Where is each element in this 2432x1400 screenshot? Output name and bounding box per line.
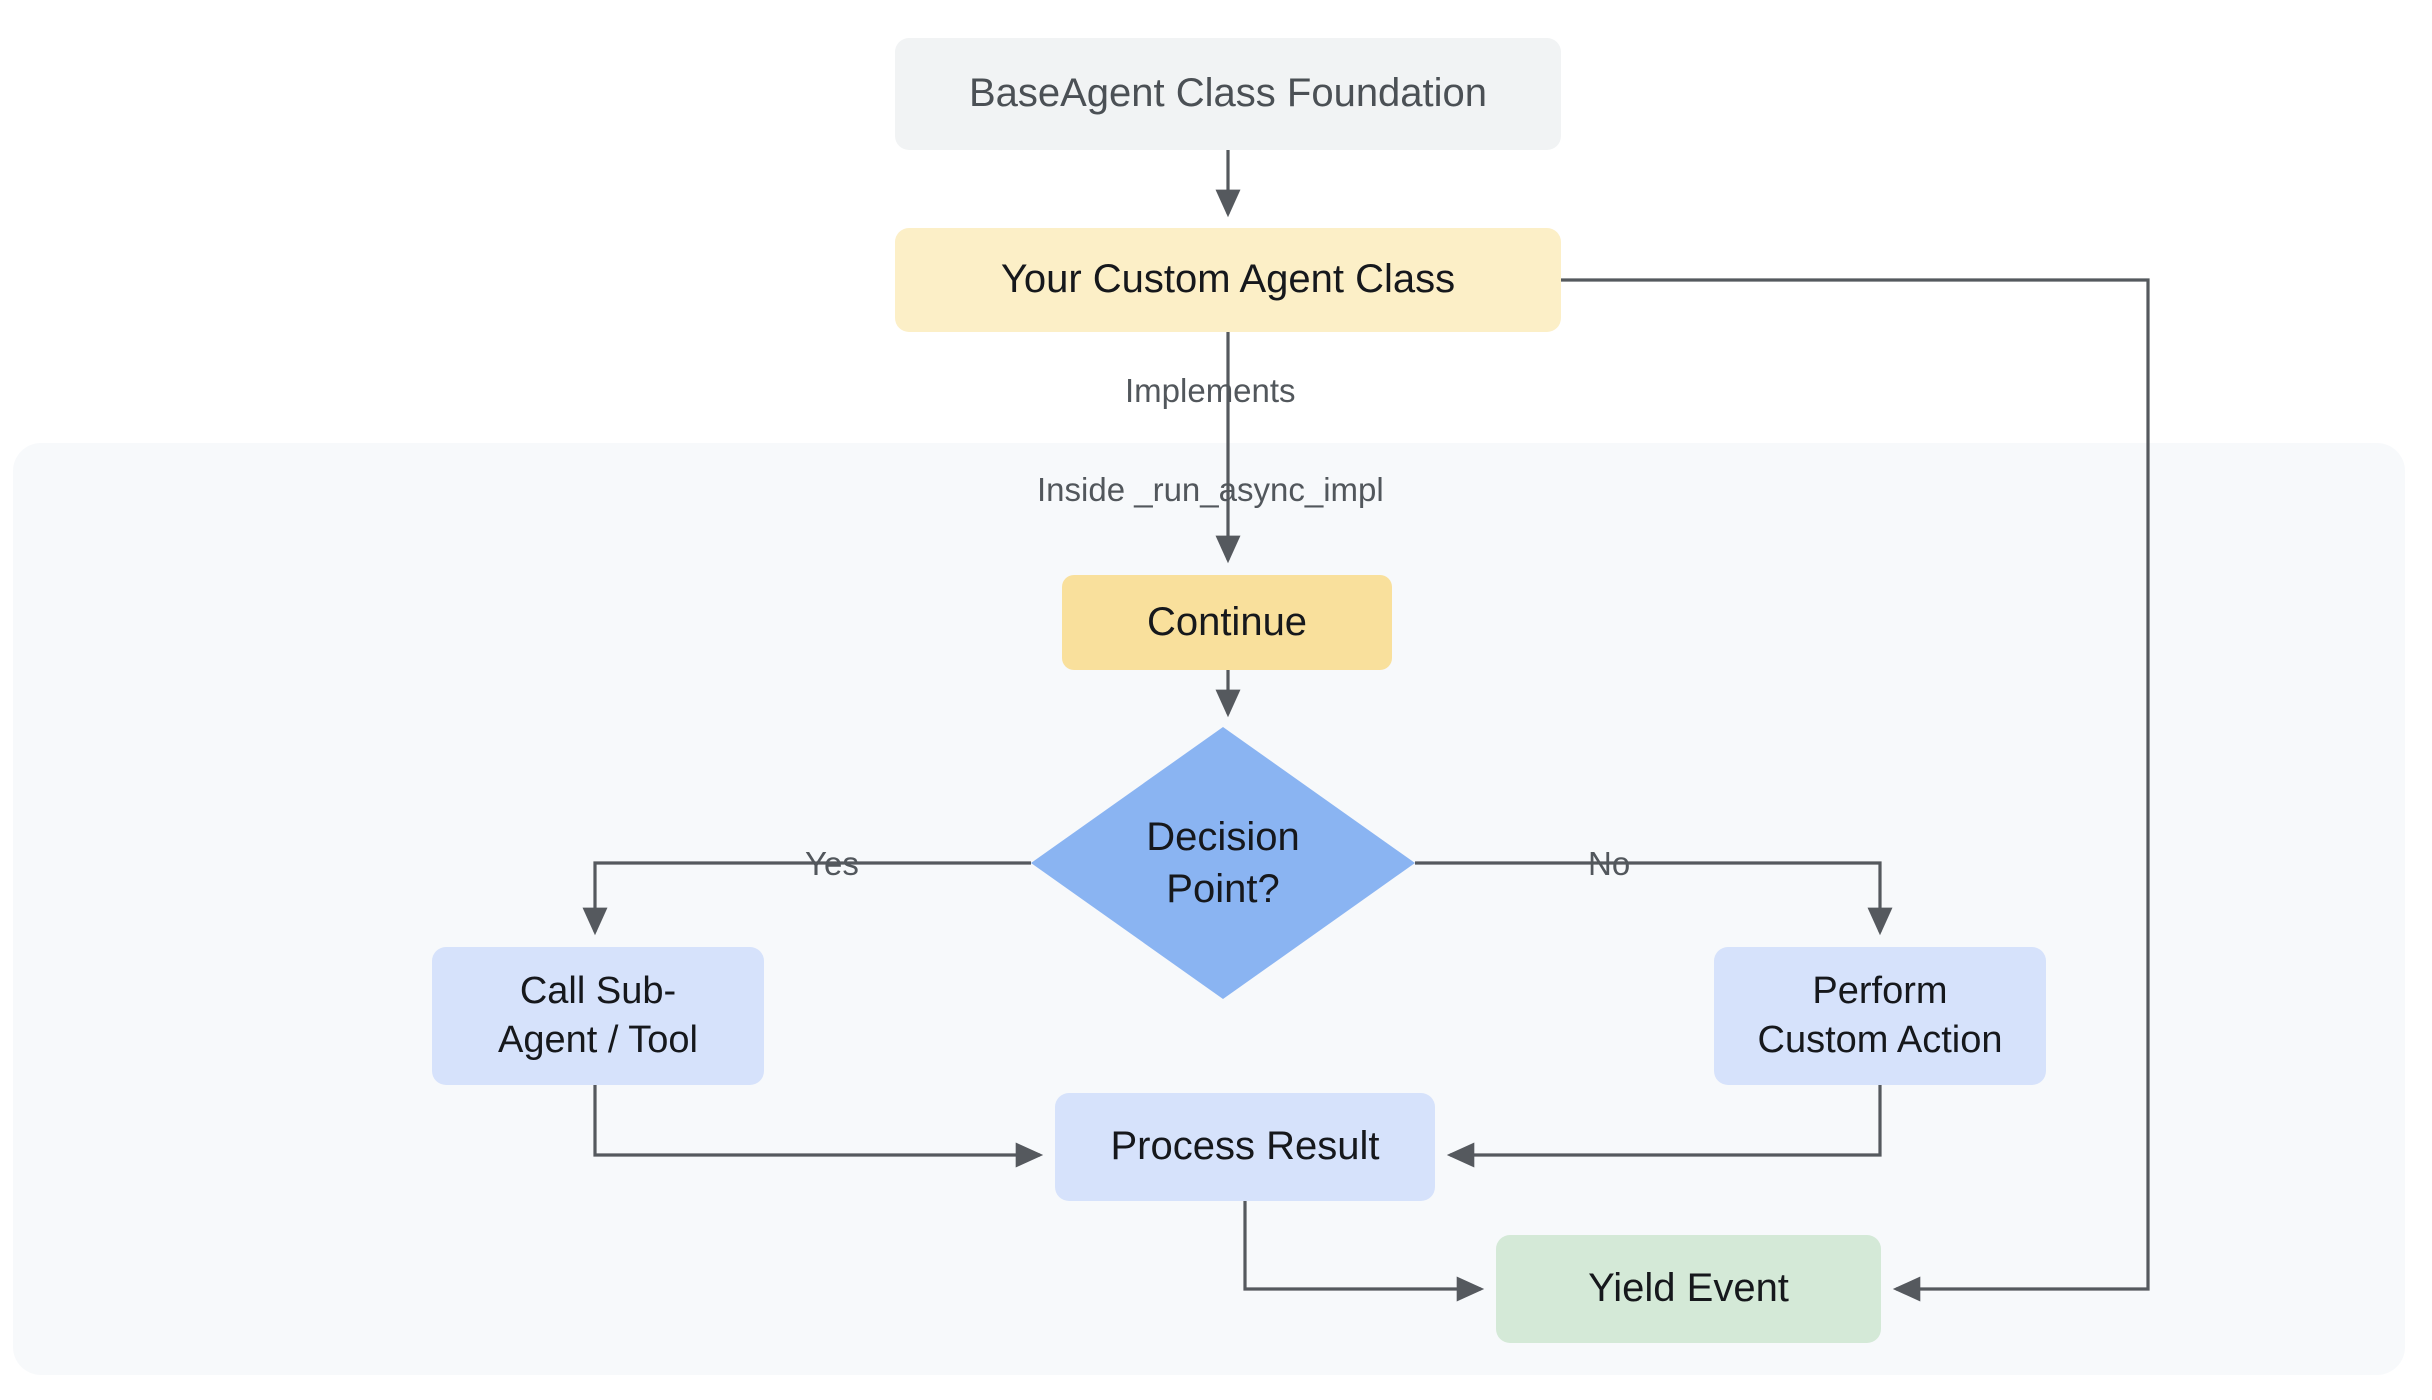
node-label: Your Custom Agent Class (1000, 257, 1456, 302)
node-label: Decision Point? (1146, 815, 1300, 911)
edge-label-no: No (1588, 845, 1631, 882)
node-yield-event[interactable]: Yield Event (1496, 1235, 1881, 1343)
edge-label-implements: Implements (1125, 372, 1296, 409)
node-your-custom-agent-class[interactable]: Your Custom Agent Class (895, 228, 1561, 332)
node-call-sub-agent-tool[interactable]: Call Sub- Agent / Tool (432, 947, 764, 1085)
node-label: BaseAgent Class Foundation (968, 71, 1488, 116)
node-label: Call Sub- Agent / Tool (497, 970, 698, 1061)
node-continue[interactable]: Continue (1062, 575, 1392, 670)
edge-label-inside-run-async-impl: Inside _run_async_impl (1037, 471, 1384, 508)
node-base-agent-class-foundation[interactable]: BaseAgent Class Foundation (895, 38, 1561, 150)
diamond-shape (1031, 727, 1415, 999)
node-label: Continue (1146, 599, 1308, 644)
node-decision-point[interactable]: Decision Point? (1031, 727, 1415, 999)
node-label: Perform Custom Action (1757, 970, 2003, 1061)
edge-label-yes: Yes (805, 845, 859, 882)
node-label: Process Result (1110, 1124, 1380, 1169)
node-label: Yield Event (1588, 1266, 1789, 1311)
node-process-result[interactable]: Process Result (1055, 1093, 1435, 1201)
node-perform-custom-action[interactable]: Perform Custom Action (1714, 947, 2046, 1085)
